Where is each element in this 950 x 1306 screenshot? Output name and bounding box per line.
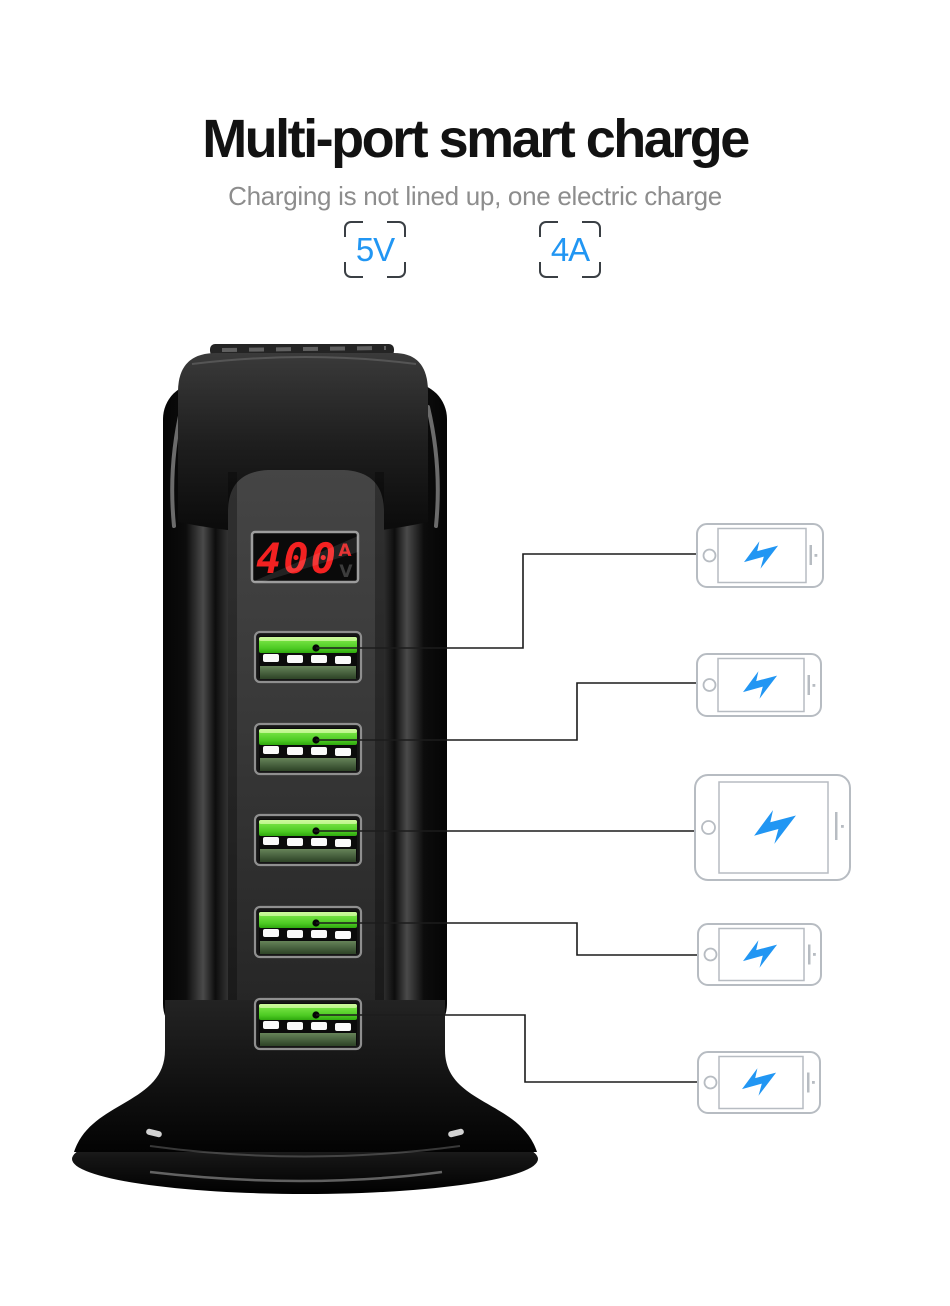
base-sparkle-right	[448, 1128, 464, 1138]
connector-line-5	[316, 1014, 698, 1083]
home-button	[702, 678, 717, 692]
led-display: 400 A V	[250, 530, 360, 584]
port-recess	[260, 849, 356, 862]
phone-icon-4	[697, 923, 822, 986]
display-frame	[250, 530, 360, 584]
usb-pins	[263, 929, 351, 939]
bracket-corner-icon	[387, 221, 406, 237]
usb-pins	[263, 654, 351, 664]
connector-lines	[314, 553, 698, 1083]
port-recess	[260, 758, 356, 771]
base-gap-highlight	[149, 1170, 443, 1183]
speaker-slit	[808, 944, 811, 965]
camera-dot	[812, 684, 816, 687]
bracket-corner-icon	[582, 221, 601, 237]
camera-dot	[841, 825, 844, 828]
usb-port-1	[253, 630, 363, 684]
home-button	[702, 548, 717, 563]
display-glare	[252, 536, 358, 582]
phone-icon-1	[696, 523, 824, 588]
lightning-bolt-icon	[754, 810, 796, 844]
port-recess	[260, 1033, 356, 1046]
voltage-badge: 5V	[344, 221, 406, 278]
charger: 400 A V	[72, 344, 538, 1194]
current-badge: 4A	[539, 221, 601, 278]
port-recess	[260, 941, 356, 954]
usb-pins	[263, 746, 351, 756]
camera-dot	[813, 953, 816, 956]
tablet-screen	[718, 781, 829, 874]
speaker-slit	[807, 1072, 810, 1093]
display-unit-amp: A	[338, 541, 352, 561]
top-vent-pattern	[221, 346, 387, 352]
lightning-bolt-icon	[742, 1068, 777, 1096]
bracket-corner-icon	[344, 221, 363, 237]
speaker-slit	[809, 545, 812, 565]
phone-screen	[718, 927, 805, 982]
home-button	[703, 947, 718, 962]
face-right-shade	[375, 472, 384, 1035]
home-button	[701, 820, 716, 835]
usb-port-4	[253, 905, 363, 959]
port-recess	[260, 666, 356, 679]
bracket-corner-icon	[539, 221, 558, 237]
bracket-corner-icon	[387, 262, 406, 278]
home-button	[703, 1075, 718, 1090]
camera-dot	[812, 1081, 815, 1084]
phone-icon-5	[697, 1051, 821, 1114]
phone-screen	[717, 657, 805, 713]
base-sparkle-left	[146, 1128, 162, 1138]
usb-port-2	[253, 722, 363, 776]
tab-shine	[259, 729, 357, 733]
bracket-corner-icon	[539, 262, 558, 278]
connector-line-2	[316, 682, 697, 741]
usb-pins	[263, 1021, 351, 1031]
camera-dot	[814, 554, 818, 557]
tab-shine	[259, 912, 357, 916]
connector-line-1	[316, 553, 697, 649]
bracket-corner-icon	[582, 262, 601, 278]
lightning-bolt-icon	[743, 940, 778, 968]
tablet-icon	[694, 774, 851, 881]
display-unit-volt: V	[339, 562, 353, 582]
base-rim-highlight	[149, 1145, 461, 1158]
bracket-corner-icon	[344, 262, 363, 278]
connector-line-4	[316, 922, 698, 956]
charger-base-neck	[74, 1000, 537, 1152]
phone-screen	[717, 527, 807, 584]
usb-port-5	[253, 997, 363, 1051]
usb-port-3	[253, 813, 363, 867]
phone-icon-2	[696, 653, 822, 717]
right-wing-highlight	[426, 405, 440, 528]
lightning-bolt-icon	[744, 541, 779, 569]
speaker-slit	[835, 812, 838, 840]
lightning-bolt-icon	[743, 671, 778, 699]
tab-shine	[259, 820, 357, 824]
usb-pins	[263, 837, 351, 847]
charger-left-wing	[163, 383, 240, 1040]
page-title: Multi-port smart charge	[202, 109, 750, 170]
page-subtitle: Charging is not lined up, one electric c…	[228, 181, 722, 211]
tab-shine	[259, 1004, 357, 1008]
display-value: 400	[256, 534, 338, 583]
speaker-slit	[807, 675, 810, 695]
face-left-shade	[228, 472, 237, 1035]
charger-right-wing	[370, 383, 447, 1040]
tab-shine	[259, 637, 357, 641]
phone-screen	[718, 1055, 804, 1110]
cap-top-highlight	[191, 356, 417, 365]
